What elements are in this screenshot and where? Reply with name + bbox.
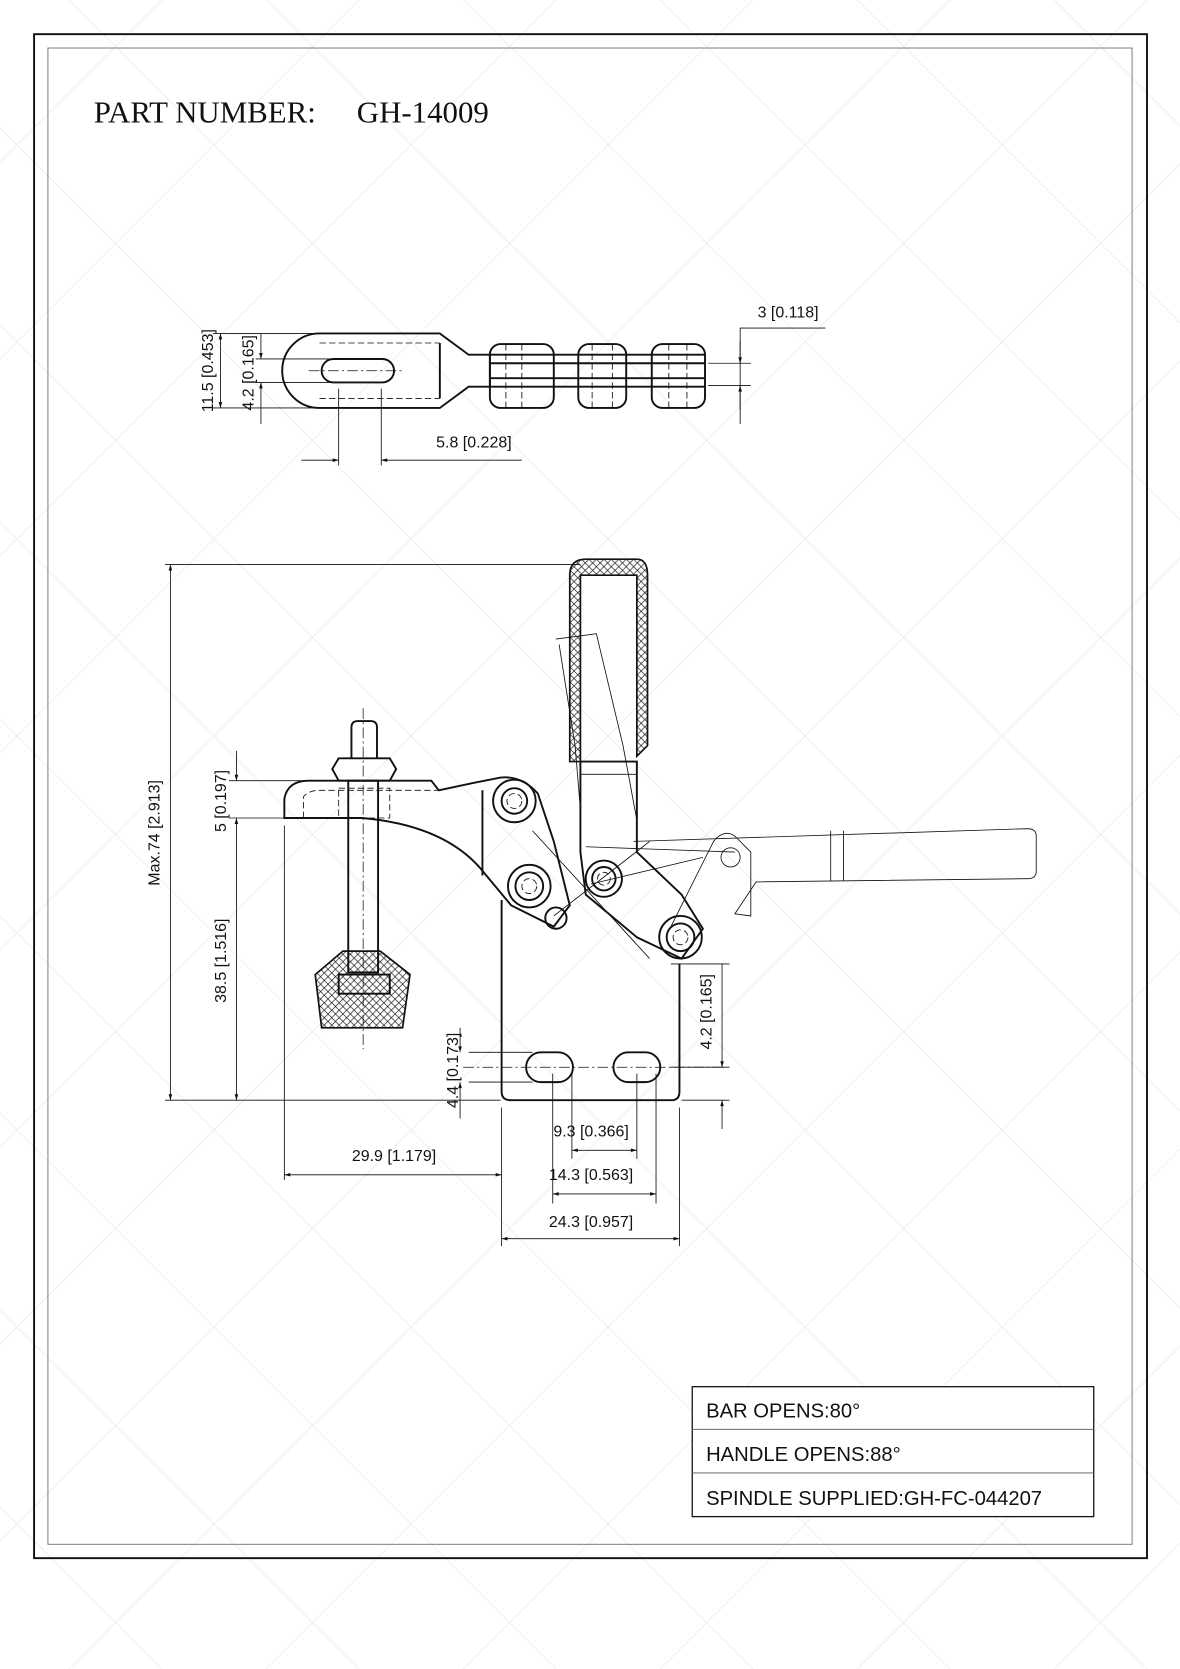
watermark-line	[0, 0, 557, 557]
part-number-label: PART NUMBER:	[94, 95, 316, 130]
watermark-line	[462, 0, 1180, 718]
dim-arm-height: 38.5 [1.516]	[213, 919, 230, 1003]
rubber-tip	[314, 950, 411, 1029]
dim-reach: 29.9 [1.179]	[352, 1148, 436, 1165]
handle-lever	[579, 760, 705, 960]
watermark-line	[68, 557, 1180, 1669]
dim-slot-height-right: 4.2 [0.165]	[698, 974, 715, 1049]
dim-max-height: Max.74 [2.913]	[147, 780, 164, 886]
page-title: PART NUMBER: GH-14009	[94, 95, 489, 130]
dim-overall-width: 11.5 [0.453]	[200, 329, 217, 412]
dim-slot-width: 4.2 [0.165]	[240, 335, 257, 410]
dim-slot-spacing: 14.3 [0.563]	[549, 1167, 633, 1184]
inner-frame	[47, 47, 1133, 1545]
dim-base-width: 24.3 [0.957]	[549, 1214, 633, 1231]
link-eye	[281, 332, 491, 409]
spindle	[314, 708, 411, 1050]
watermark-line	[857, 0, 1180, 324]
watermark-line	[659, 0, 1180, 521]
dim-arm-thickness: 5 [0.197]	[213, 770, 230, 832]
spec-table: BAR OPENS:80° HANDLE OPENS:88° SPINDLE S…	[691, 1386, 1095, 1518]
side-view: Max.74 [2.913] 5 [0.197] 38.5 [1.516] 4.…	[147, 558, 1037, 1247]
dim-thickness: 3 [0.118]	[758, 304, 819, 321]
watermark-line	[0, 1309, 360, 1669]
watermark-line	[0, 0, 754, 754]
handle-grip	[568, 558, 649, 763]
chain-rollers	[488, 343, 706, 409]
outer-frame	[33, 33, 1148, 1560]
handle-open-position	[633, 828, 1037, 927]
watermark-line	[0, 0, 360, 360]
spec-spindle-supplied: SPINDLE SUPPLIED:GH-FC-044207	[706, 1488, 1042, 1510]
top-view: 11.5 [0.453] 4.2 [0.165] 5.8 [0.228] 3 […	[200, 304, 826, 466]
dim-slot-length: 9.3 [0.366]	[553, 1123, 628, 1140]
watermark-line	[0, 0, 163, 163]
spec-handle-opens: HANDLE OPENS:88°	[706, 1444, 901, 1466]
part-number-value: GH-14009	[357, 95, 489, 130]
watermark-line	[0, 0, 951, 951]
dim-slot-height-left: 4.4 [0.173]	[445, 1033, 462, 1108]
watermark-line	[0, 915, 754, 1669]
dim-slot-length-top: 5.8 [0.228]	[436, 434, 511, 451]
watermark-line	[0, 1112, 557, 1669]
watermark-line	[0, 1506, 163, 1669]
watermark-line	[857, 1345, 1180, 1669]
spec-bar-opens: BAR OPENS:80°	[706, 1401, 860, 1423]
watermark-line	[265, 754, 1180, 1669]
base-plate	[500, 899, 681, 1102]
watermark-line	[0, 0, 1148, 1148]
pivot-pins	[492, 778, 703, 960]
